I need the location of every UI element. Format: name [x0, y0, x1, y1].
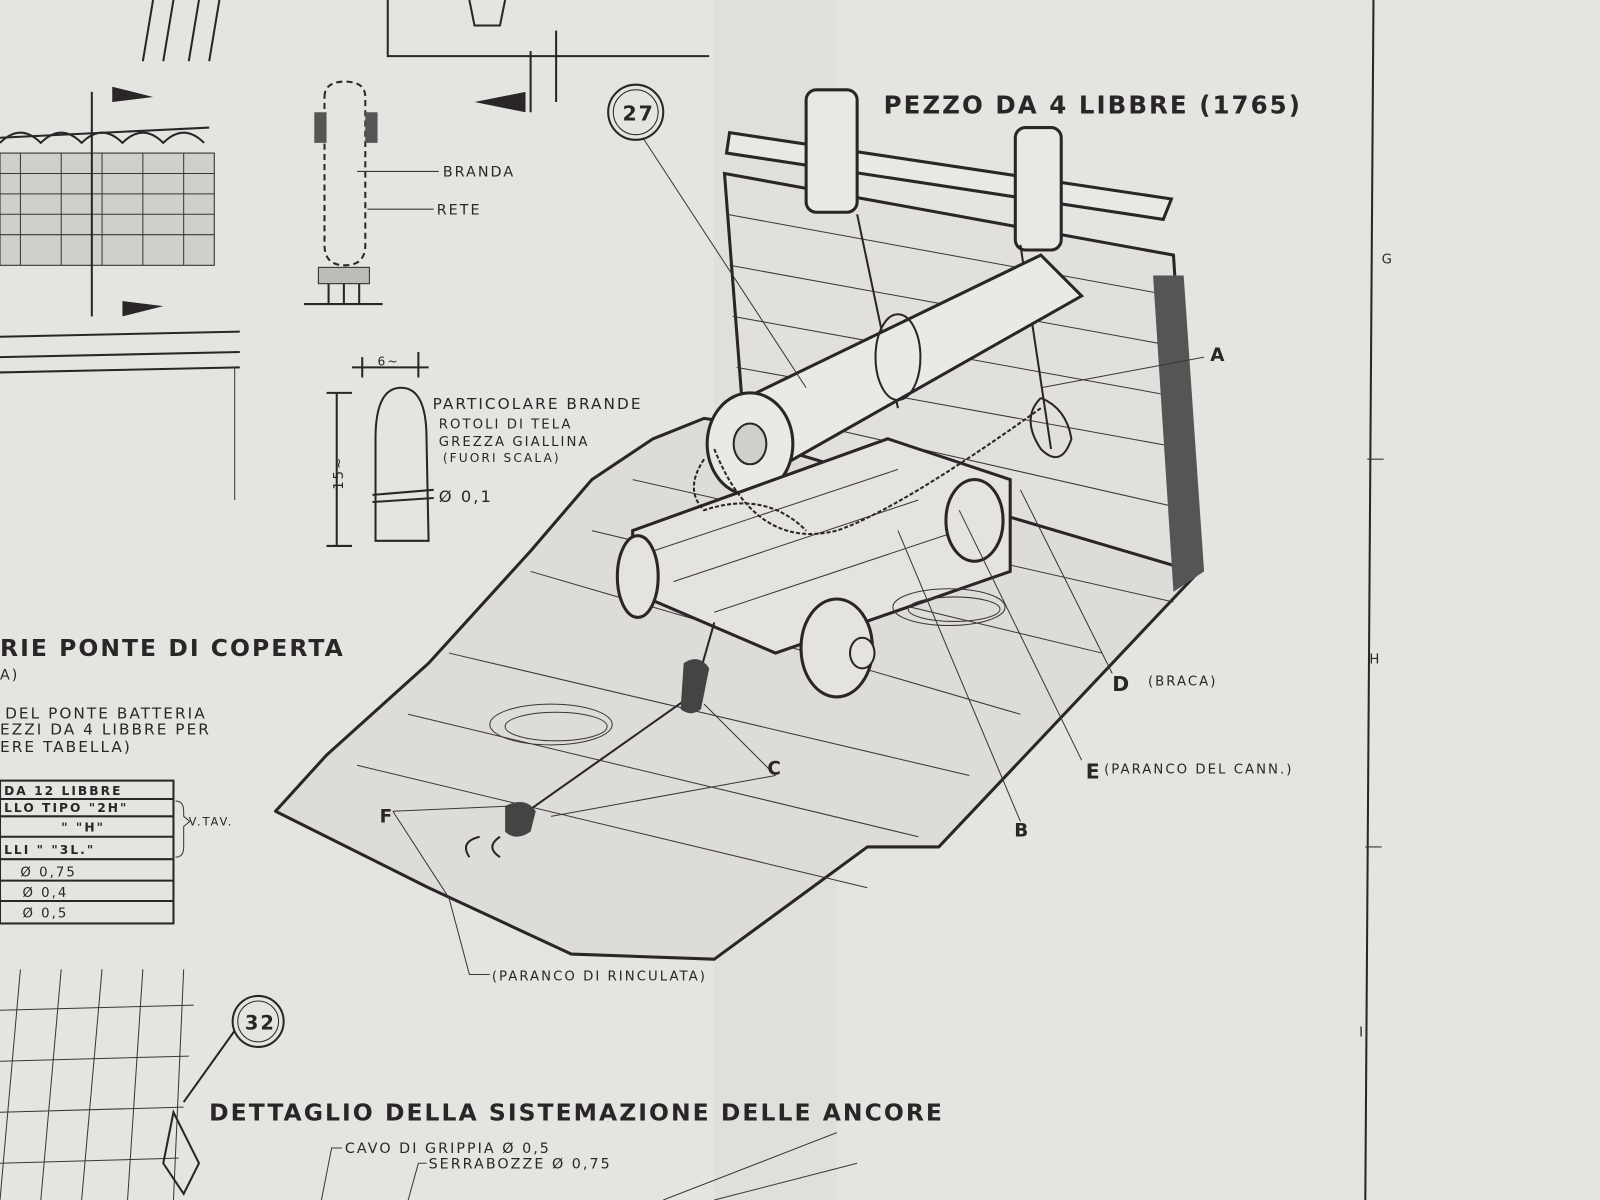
netting-drawing: [0, 0, 240, 500]
dimension-drawing: [386, 0, 710, 113]
table-row: DA 12 LIBBRE: [4, 784, 122, 798]
battery-subtitle: A): [0, 668, 19, 684]
dim-diameter: Ø 0,1: [439, 487, 493, 506]
detail-line-2: GREZZA GIALLINA: [439, 435, 590, 450]
battery-note-2: EZZI DA 4 LIBBRE PER: [0, 721, 211, 739]
detail-title: PARTICOLARE BRANDE: [433, 395, 643, 413]
callout-d: D: [1112, 672, 1131, 696]
anchor-title: DETTAGLIO DELLA SISTEMAZIONE DELLE ANCOR…: [209, 1098, 944, 1126]
battery-title: RIE PONTE DI COPERTA: [0, 634, 345, 662]
gun-number: 27: [622, 101, 654, 125]
table-row: " "H": [61, 821, 105, 835]
hammock-drawing: BRANDA RETE: [304, 80, 515, 306]
table-row: LLI " "3L.": [4, 843, 95, 857]
table-ref: V.TAV.: [189, 816, 234, 829]
anchor-number: 32: [245, 1012, 276, 1035]
label-rete: RETE: [437, 202, 482, 218]
dim-width: 6~: [378, 354, 400, 368]
battery-note-3: ERE TABELLA): [0, 738, 132, 756]
label-branda: BRANDA: [443, 165, 515, 181]
battery-table: DA 12 LIBBRE LLO TIPO "2H" " "H" LLI " "…: [0, 779, 234, 925]
grid-letter-h: H: [1369, 652, 1381, 667]
callout-b: B: [1014, 821, 1030, 842]
hammock-roll-detail: 6~ 15~ Ø 0,1 PARTICOLARE BRANDE ROTOLI D…: [326, 352, 643, 547]
battery-section: RIE PONTE DI COPERTA A) DEL PONTE BATTER…: [0, 634, 345, 925]
callout-e-note: (PARANCO DEL CANN.): [1104, 762, 1293, 777]
callout-f-note: (PARANCO DI RINCULATA): [492, 970, 707, 985]
gun-title: PEZZO DA 4 LIBBRE (1765): [884, 90, 1302, 119]
table-row: Ø 0,5: [22, 906, 68, 921]
table-row: Ø 0,75: [20, 866, 76, 881]
grid-letter-i: I: [1359, 1026, 1365, 1041]
detail-line-3: (FUORI SCALA): [443, 451, 561, 465]
callout-a: A: [1210, 345, 1226, 366]
cannon-illustration: 27 PEZZO DA 4 LIBBRE (1765) A B C D (BRA…: [273, 83, 1302, 985]
detail-line-1: ROTOLI DI TELA: [439, 418, 573, 433]
table-row: LLO TIPO "2H": [4, 801, 128, 815]
dim-height: 15~: [332, 456, 347, 490]
anchors-section: 32 DETTAGLIO DELLA SISTEMAZIONE DELLE AN…: [0, 969, 944, 1200]
grid-letter-g: G: [1382, 252, 1394, 267]
callout-e: E: [1086, 760, 1102, 784]
callout-f: F: [380, 806, 395, 827]
anchor-label-cavo: CAVO DI GRIPPIA Ø 0,5: [345, 1141, 551, 1157]
table-row: Ø 0,4: [22, 886, 68, 901]
battery-note-1: DEL PONTE BATTERIA: [5, 704, 207, 722]
callout-c: C: [767, 758, 783, 779]
sheet-border: G H I: [1359, 0, 1394, 1200]
callout-d-note: (BRACA): [1148, 675, 1218, 690]
anchor-label-serrabozze: SERRABOZZE Ø 0,75: [429, 1156, 612, 1172]
